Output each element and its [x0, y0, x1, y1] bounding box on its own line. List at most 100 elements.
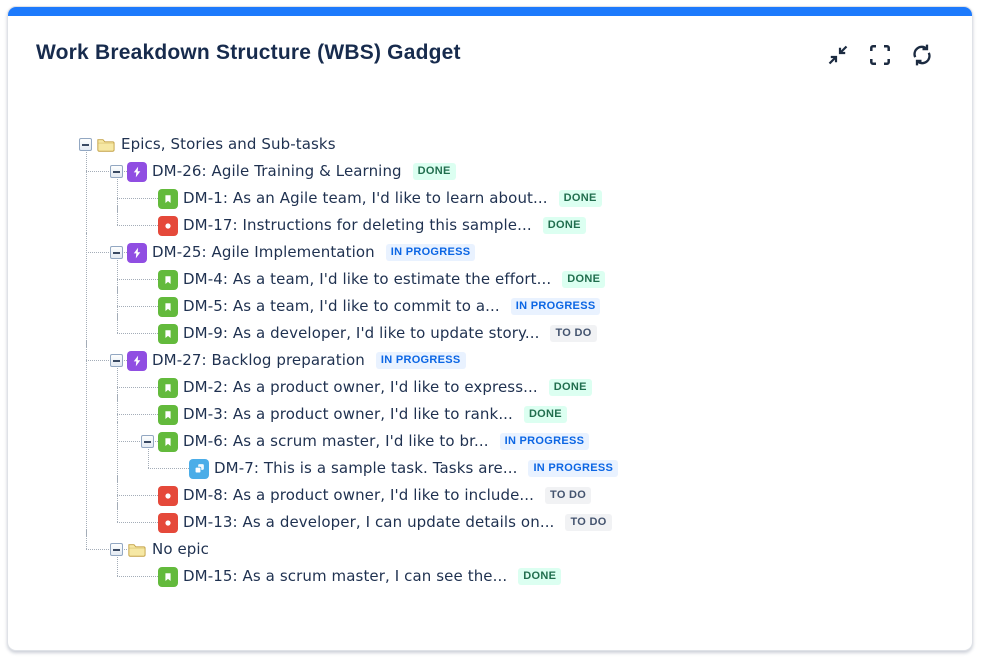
- tree-gutter: [110, 165, 127, 178]
- issue-label[interactable]: DM-2: As a product owner, I'd like to ex…: [183, 378, 538, 396]
- issue-label[interactable]: DM-15: As a scrum master, I can see the.…: [183, 567, 508, 585]
- tree-node: DM-5: As a team, I'd like to commit to a…: [117, 287, 956, 320]
- issue-label[interactable]: DM-13: As a developer, I can update deta…: [183, 513, 555, 531]
- tree-node: DM-9: As a developer, I'd like to update…: [117, 314, 956, 347]
- wbs-gadget-card: Work Breakdown Structure (WBS) Gadget: [7, 6, 973, 651]
- story-icon: [158, 566, 178, 587]
- folder-icon: [96, 135, 116, 155]
- tree-row: DM-9: As a developer, I'd like to update…: [141, 320, 956, 347]
- tree-node: DM-3: As a product owner, I'd like to ra…: [117, 395, 956, 428]
- tree-row: DM-7: This is a sample task. Tasks are..…: [172, 455, 956, 482]
- tree-children: DM-2: As a product owner, I'd like to ex…: [110, 368, 956, 536]
- wbs-tree: Epics, Stories and Sub-tasks DM-26: Agil…: [79, 131, 956, 590]
- fullscreen-icon[interactable]: [868, 43, 892, 67]
- issue-label[interactable]: DM-26: Agile Training & Learning: [152, 162, 402, 180]
- tree-row: DM-4: As a team, I'd like to estimate th…: [141, 266, 956, 293]
- tree-node: DM-8: As a product owner, I'd like to in…: [117, 476, 956, 509]
- tree-row: DM-8: As a product owner, I'd like to in…: [141, 482, 956, 509]
- status-badge: DONE: [562, 270, 606, 289]
- refresh-icon[interactable]: [910, 43, 934, 67]
- expander-toggle[interactable]: [110, 543, 123, 556]
- issue-label[interactable]: DM-7: This is a sample task. Tasks are..…: [214, 459, 518, 477]
- tree-node: No epic DM-15: As a scrum master, I can …: [86, 530, 956, 590]
- story-icon: [158, 269, 178, 290]
- expander-toggle[interactable]: [79, 138, 92, 151]
- status-badge: IN PROGRESS: [528, 459, 619, 478]
- tree-node: DM-27: Backlog preparation IN PROGRESS DM…: [86, 341, 956, 536]
- expander-toggle[interactable]: [110, 354, 123, 367]
- tree-row: No epic: [110, 536, 956, 563]
- story-icon: [158, 188, 178, 209]
- collapse-icon[interactable]: [826, 43, 850, 67]
- expander-toggle[interactable]: [110, 246, 123, 259]
- issue-label[interactable]: DM-8: As a product owner, I'd like to in…: [183, 486, 535, 504]
- story-icon: [158, 377, 178, 398]
- tree-node: DM-7: This is a sample task. Tasks are..…: [148, 449, 956, 482]
- expander-toggle[interactable]: [110, 165, 123, 178]
- issue-label[interactable]: DM-27: Backlog preparation: [152, 351, 365, 369]
- tree-gutter: [110, 543, 127, 556]
- issue-label[interactable]: DM-4: As a team, I'd like to estimate th…: [183, 270, 552, 288]
- status-badge: DONE: [548, 378, 592, 397]
- status-badge: DONE: [523, 405, 567, 424]
- status-badge: TO DO: [565, 513, 612, 532]
- tree-gutter: [110, 354, 127, 367]
- tree-node: DM-13: As a developer, I can update deta…: [117, 503, 956, 536]
- epic-icon: [127, 161, 147, 182]
- group-label: No epic: [152, 540, 210, 558]
- status-badge: IN PROGRESS: [385, 243, 476, 262]
- tree-row: DM-3: As a product owner, I'd like to ra…: [141, 401, 956, 428]
- tree-node: DM-6: As a scrum master, I'd like to br.…: [117, 422, 956, 482]
- expander-toggle[interactable]: [141, 435, 154, 448]
- status-badge: DONE: [558, 189, 602, 208]
- tree-container: Epics, Stories and Sub-tasks DM-26: Agil…: [8, 67, 972, 590]
- tree-gutter: [110, 246, 127, 259]
- status-badge: DONE: [542, 216, 586, 235]
- issue-label[interactable]: DM-25: Agile Implementation: [152, 243, 375, 261]
- tree-row: DM-25: Agile Implementation IN PROGRESS: [110, 239, 956, 266]
- tree-children: DM-4: As a team, I'd like to estimate th…: [110, 260, 956, 347]
- tree-row: DM-6: As a scrum master, I'd like to br.…: [141, 428, 956, 455]
- tree-row: DM-13: As a developer, I can update deta…: [141, 509, 956, 536]
- tree-row: DM-17: Instructions for deleting this sa…: [141, 212, 956, 239]
- issue-label[interactable]: DM-5: As a team, I'd like to commit to a…: [183, 297, 500, 315]
- header-actions: [826, 43, 934, 67]
- tree-node: DM-2: As a product owner, I'd like to ex…: [117, 368, 956, 401]
- status-badge: TO DO: [550, 324, 597, 343]
- issue-label[interactable]: DM-9: As a developer, I'd like to update…: [183, 324, 540, 342]
- bug-icon: [158, 485, 178, 506]
- status-badge: IN PROGRESS: [510, 297, 601, 316]
- bug-icon: [158, 512, 178, 533]
- tree-children: DM-7: This is a sample task. Tasks are..…: [141, 449, 956, 482]
- tree-gutter: [141, 435, 158, 448]
- tree-node: DM-15: As a scrum master, I can see the.…: [117, 557, 956, 590]
- tree-gutter: [79, 138, 96, 151]
- epic-icon: [127, 350, 147, 371]
- tree-row: Epics, Stories and Sub-tasks: [79, 131, 956, 158]
- issue-label[interactable]: DM-17: Instructions for deleting this sa…: [183, 216, 532, 234]
- story-icon: [158, 404, 178, 425]
- tree-children: DM-15: As a scrum master, I can see the.…: [110, 557, 956, 590]
- tree-node: DM-4: As a team, I'd like to estimate th…: [117, 260, 956, 293]
- issue-label[interactable]: DM-1: As an Agile team, I'd like to lear…: [183, 189, 548, 207]
- tree-node: DM-25: Agile Implementation IN PROGRESS D…: [86, 233, 956, 347]
- status-badge: DONE: [518, 567, 562, 586]
- tree-node: DM-1: As an Agile team, I'd like to lear…: [117, 179, 956, 212]
- group-label: Epics, Stories and Sub-tasks: [121, 135, 336, 153]
- story-icon: [158, 431, 178, 452]
- tree-node: Epics, Stories and Sub-tasks DM-26: Agil…: [79, 131, 956, 590]
- gadget-header: Work Breakdown Structure (WBS) Gadget: [8, 16, 972, 67]
- status-badge: DONE: [412, 162, 456, 181]
- epic-icon: [127, 242, 147, 263]
- issue-label[interactable]: DM-3: As a product owner, I'd like to ra…: [183, 405, 513, 423]
- issue-label[interactable]: DM-6: As a scrum master, I'd like to br.…: [183, 432, 489, 450]
- bug-icon: [158, 215, 178, 236]
- gadget-accent-bar: [8, 7, 972, 16]
- status-badge: IN PROGRESS: [375, 351, 466, 370]
- folder-icon: [127, 540, 147, 560]
- tree-row: DM-26: Agile Training & Learning DONE: [110, 158, 956, 185]
- tree-row: DM-27: Backlog preparation IN PROGRESS: [110, 347, 956, 374]
- tree-row: DM-2: As a product owner, I'd like to ex…: [141, 374, 956, 401]
